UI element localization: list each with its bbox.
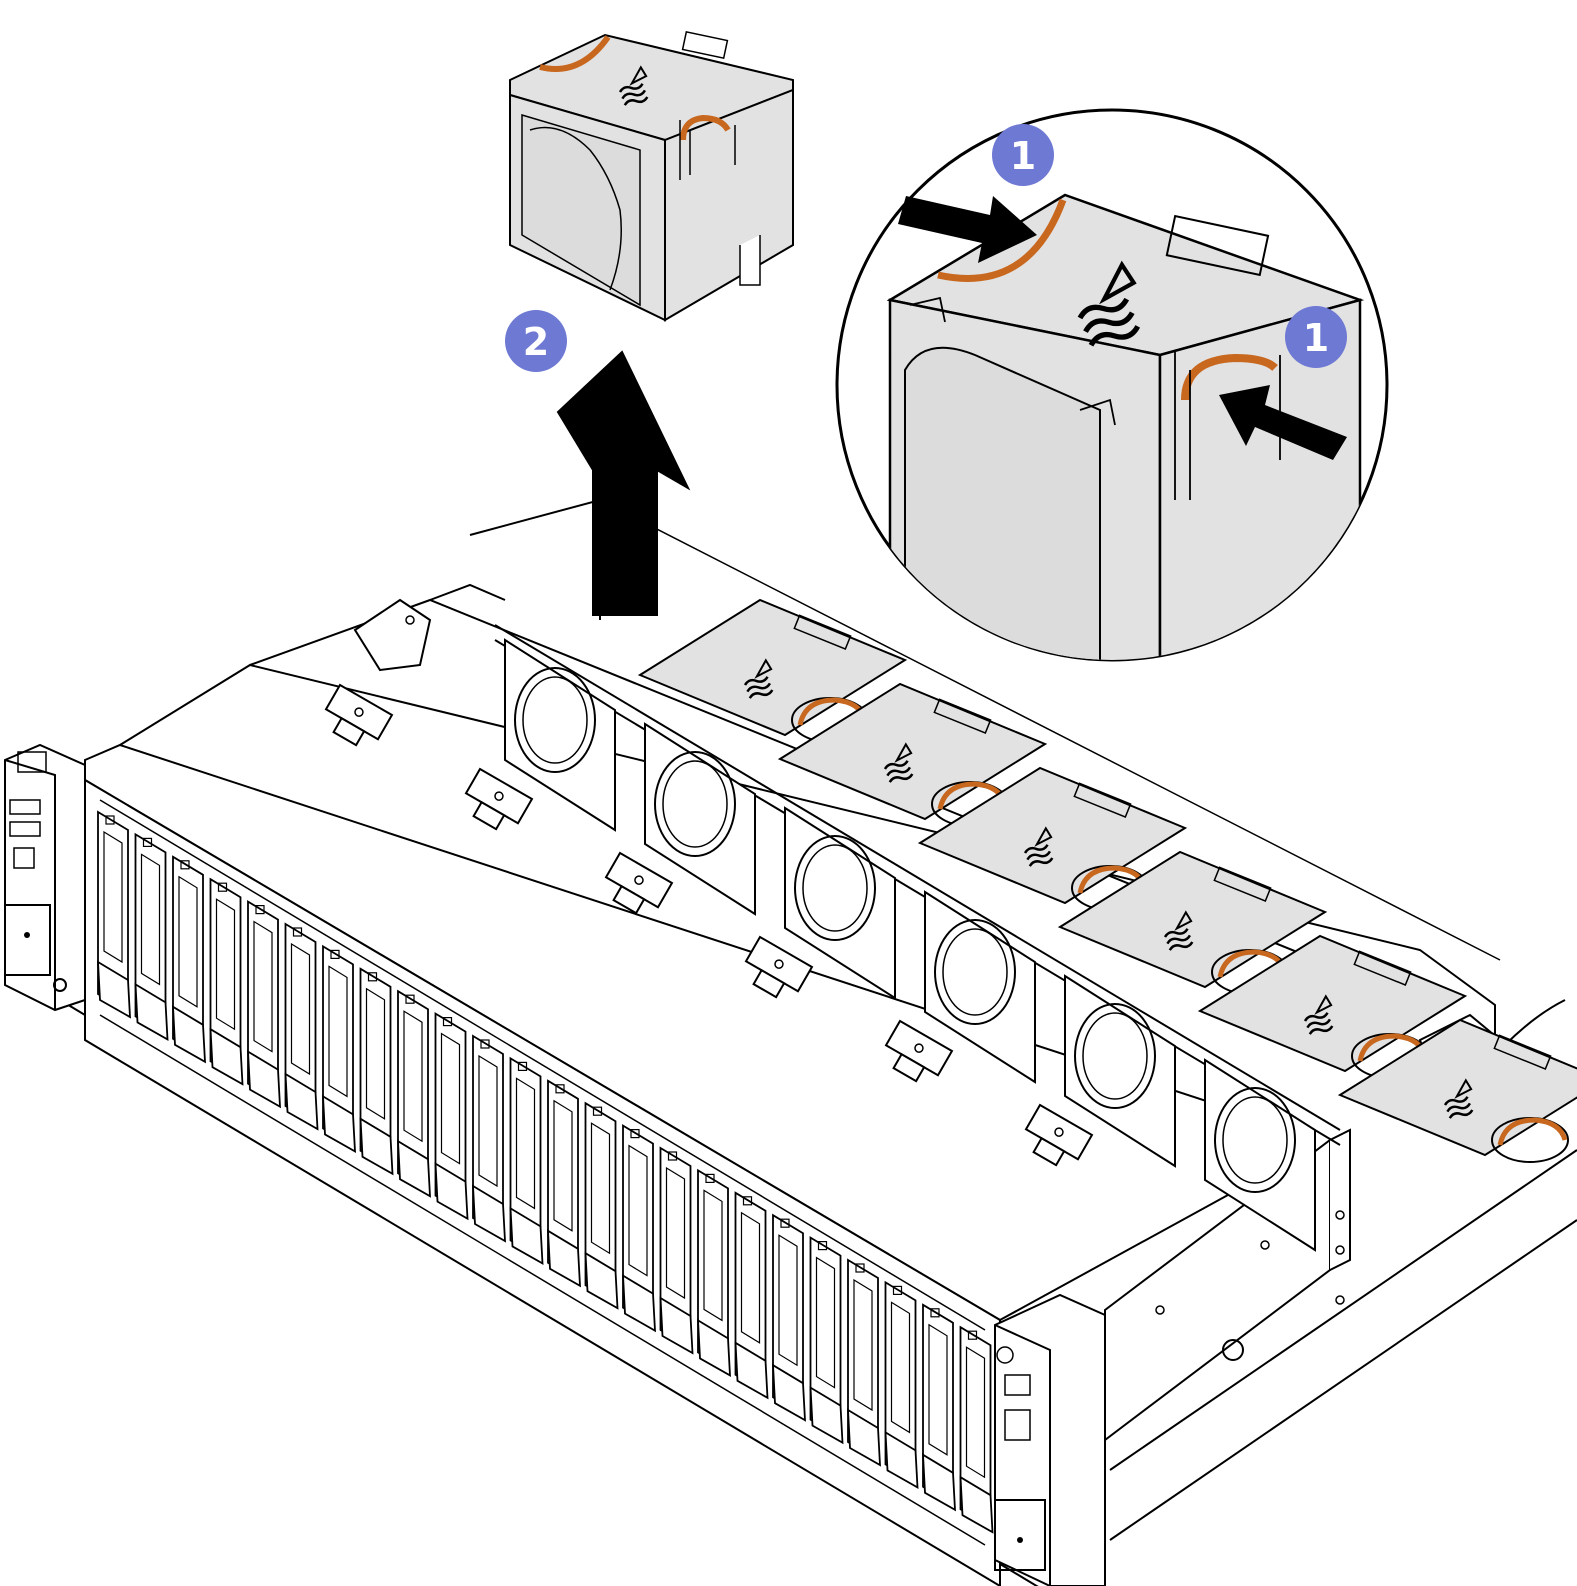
left-rack-ear <box>4 743 86 1012</box>
drive-bay <box>884 1280 919 1489</box>
drive-bay <box>134 832 169 1041</box>
right-rack-ear <box>994 1293 1106 1586</box>
drive-bay <box>659 1146 694 1355</box>
press-arrow-icon <box>1219 385 1347 460</box>
drive-bay <box>472 1034 506 1243</box>
release-tab-top-large <box>937 198 1067 282</box>
drive-bay <box>322 944 356 1153</box>
installed-fan <box>457 682 1048 916</box>
drive-bay <box>434 1012 469 1221</box>
drive-bay <box>922 1303 956 1512</box>
drive-bay <box>97 810 131 1019</box>
drive-bay <box>509 1056 544 1265</box>
release-tab-side <box>680 114 731 141</box>
drive-bay <box>284 922 319 1131</box>
installed-fan <box>737 850 1328 1084</box>
release-tab-side-large <box>1181 353 1278 401</box>
installed-fan <box>317 598 908 832</box>
drive-bay <box>209 877 244 1086</box>
release-tab <box>1497 1117 1568 1146</box>
lifted-fan-module <box>509 30 794 322</box>
drive-bay <box>359 967 394 1176</box>
drive-bay <box>247 900 281 1109</box>
drive-bay <box>809 1236 844 1445</box>
release-tab-top <box>539 35 611 72</box>
drive-bay <box>959 1325 994 1534</box>
step-2-label: 2 <box>523 320 549 364</box>
installed-fan <box>597 766 1188 1000</box>
drive-bay <box>547 1079 581 1288</box>
drive-bay <box>772 1213 806 1422</box>
drive-bay <box>172 855 206 1064</box>
installed-fans <box>317 598 1577 1252</box>
drive-bays <box>97 810 994 1534</box>
press-arrow-icon <box>898 196 1037 263</box>
drive-bay <box>847 1258 881 1467</box>
drive-bay <box>622 1124 656 1333</box>
drive-bay <box>397 989 431 1198</box>
drive-bay <box>697 1168 731 1377</box>
step-1-label-side: 1 <box>1303 316 1329 360</box>
step-1-badge-top: 1 <box>992 124 1054 186</box>
step-1-badge-side: 1 <box>1285 306 1347 368</box>
detail-callout <box>835 108 1389 662</box>
server-chassis <box>59 663 1577 1586</box>
step-2-badge: 2 <box>505 310 567 372</box>
step-1-label-top: 1 <box>1010 134 1036 178</box>
drive-bay <box>734 1191 769 1400</box>
installed-fan <box>1017 1018 1577 1252</box>
arrow-up-icon <box>556 350 691 616</box>
drive-bay <box>584 1101 619 1310</box>
